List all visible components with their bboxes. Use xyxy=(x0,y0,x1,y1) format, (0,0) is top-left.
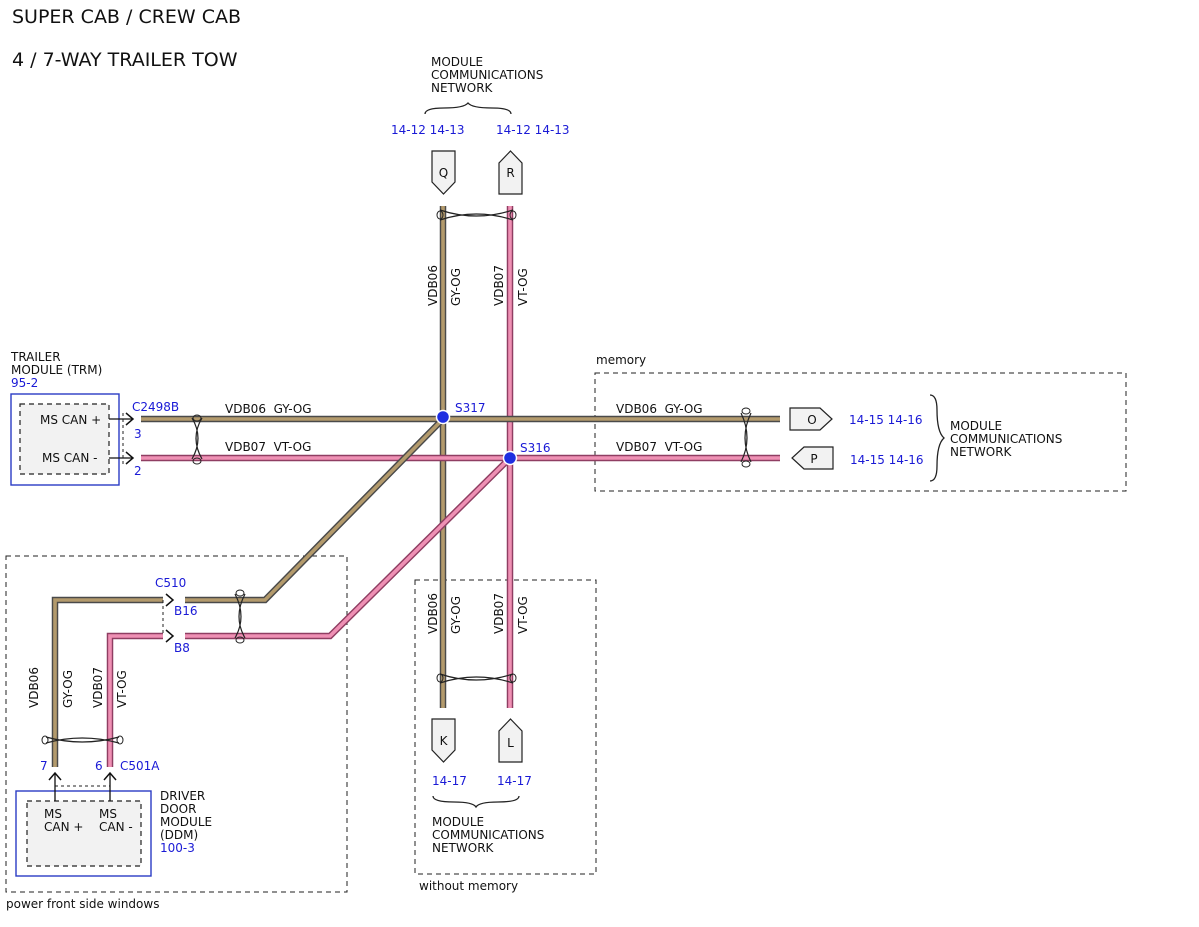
network-top-label-2: COMMUNICATIONS xyxy=(431,68,543,82)
connector-r-icon xyxy=(498,150,523,195)
wire-vt-circuit-top: VDB07 xyxy=(492,265,506,306)
connector-q-label: Q xyxy=(439,166,448,180)
network-bottom-brace xyxy=(432,795,520,809)
ddm-connector-id: C501A xyxy=(120,759,160,773)
wire-vt-label-right: VDB07 VT-OG xyxy=(616,440,702,454)
trm-pin-no-minus: 2 xyxy=(134,464,142,478)
splice-s316-label: S316 xyxy=(520,441,551,455)
diagram-title: SUPER CAB / CREW CAB xyxy=(12,6,241,28)
network-top-label-3: NETWORK xyxy=(431,81,494,95)
splice-s317-label: S317 xyxy=(455,401,486,415)
connector-r-label: R xyxy=(506,166,514,180)
ddm-pin-no-minus: 6 xyxy=(95,759,103,773)
network-right-label-3: NETWORK xyxy=(950,445,1013,459)
ddm-name-3: MODULE xyxy=(160,815,212,829)
c510-terminal-vt-icon xyxy=(165,629,175,643)
connector-k-label: K xyxy=(440,734,449,748)
trm-name-1: TRAILER xyxy=(10,350,61,364)
network-right-ref-p: 14-15 14-16 xyxy=(850,453,924,467)
twisted-pair-marker-c510 xyxy=(234,589,246,644)
network-top-label-1: MODULE xyxy=(431,55,483,69)
c510-pin-vt: B8 xyxy=(174,641,190,655)
twisted-pair-marker-ddm xyxy=(41,735,124,745)
trailer-module-inner xyxy=(19,403,110,475)
twisted-pair-marker-left xyxy=(191,414,203,465)
network-right-label-2: COMMUNICATIONS xyxy=(950,432,1062,446)
power-windows-option-region xyxy=(5,555,348,893)
wire-gy-color-top: GY-OG xyxy=(449,268,463,306)
network-bottom-ref-l: 14-17 xyxy=(497,774,532,788)
network-top-ref-r: 14-12 14-13 xyxy=(496,123,570,137)
trm-pin-plus: MS CAN + xyxy=(40,413,101,427)
c510-connector-id: C510 xyxy=(155,576,186,590)
connector-q-icon xyxy=(431,150,456,195)
splice-s316 xyxy=(502,450,518,466)
wire-vdb06-to-ddm xyxy=(51,596,163,767)
trm-terminal-plus-icon xyxy=(125,412,135,426)
ddm-pin-no-plus: 7 xyxy=(40,759,48,773)
twisted-pair-marker-bottom xyxy=(436,673,517,684)
trm-name-2: MODULE (TRM) xyxy=(11,363,102,377)
ddm-pin-plus-2: CAN + xyxy=(44,820,83,834)
wire-gy-color-bottom: GY-OG xyxy=(449,596,463,634)
wire-vdb07-to-ddm xyxy=(106,632,163,767)
without-memory-option-region xyxy=(414,579,597,875)
driver-door-module-inner xyxy=(26,800,142,867)
wire-vt-color-ddm: VT-OG xyxy=(115,670,129,708)
splice-s317 xyxy=(435,409,451,425)
connector-o-label: O xyxy=(807,413,816,427)
diagram-subtitle: 4 / 7-WAY TRAILER TOW xyxy=(12,49,238,71)
ddm-name-2: DOOR xyxy=(160,802,196,816)
power-windows-option-label: power front side windows xyxy=(6,897,159,911)
connector-p-icon xyxy=(791,446,834,470)
wire-vt-circuit-ddm: VDB07 xyxy=(91,667,105,708)
wire-vdb06-to-c510 xyxy=(185,416,446,604)
wire-gy-circuit-top: VDB06 xyxy=(426,265,440,306)
ddm-pin-minus-2: CAN - xyxy=(99,820,133,834)
wire-layer xyxy=(51,206,780,767)
trm-terminal-minus-icon xyxy=(125,451,135,465)
network-bottom-label-1: MODULE xyxy=(432,815,484,829)
c510-pin-gy: B16 xyxy=(174,604,198,618)
wire-vt-circuit-bottom: VDB07 xyxy=(492,593,506,634)
trm-pin-minus: MS CAN - xyxy=(42,451,98,465)
wire-gy-color-ddm: GY-OG xyxy=(61,670,75,708)
memory-option-region xyxy=(594,372,1127,492)
wire-gy-circuit-ddm: VDB06 xyxy=(27,667,41,708)
wire-vt-color-bottom: VT-OG xyxy=(516,596,530,634)
twisted-pair-marker-right xyxy=(740,407,752,468)
network-right-brace xyxy=(929,394,945,482)
memory-option-label: memory xyxy=(596,353,646,367)
connector-o-icon xyxy=(789,407,833,431)
trm-pin-no-plus: 3 xyxy=(134,427,142,441)
trm-ref: 95-2 xyxy=(11,376,38,390)
connector-k-icon xyxy=(431,718,456,763)
connector-l-label: L xyxy=(507,736,514,750)
ddm-ref: 100-3 xyxy=(160,841,195,855)
wire-gy-label-left: VDB06 GY-OG xyxy=(225,402,312,416)
network-bottom-label-3: NETWORK xyxy=(432,841,495,855)
wire-vt-color-top: VT-OG xyxy=(516,268,530,306)
ddm-pin-plus-1: MS xyxy=(44,807,62,821)
network-bottom-label-2: COMMUNICATIONS xyxy=(432,828,544,842)
without-memory-option-label: without memory xyxy=(419,879,518,893)
wire-gy-label-right: VDB06 GY-OG xyxy=(616,402,703,416)
connector-p-label: P xyxy=(810,452,817,466)
ddm-name-1: DRIVER xyxy=(160,789,205,803)
network-right-ref-o: 14-15 14-16 xyxy=(849,413,923,427)
network-top-brace xyxy=(424,101,512,115)
wire-gy-circuit-bottom: VDB06 xyxy=(426,593,440,634)
network-top-ref-q: 14-12 14-13 xyxy=(391,123,465,137)
wire-vdb07-to-c510 xyxy=(185,455,513,640)
network-right-label-1: MODULE xyxy=(950,419,1002,433)
connector-l-icon xyxy=(498,718,523,763)
ddm-name-4: (DDM) xyxy=(160,828,198,842)
c510-terminal-gy-icon xyxy=(165,593,175,607)
trm-connector-id: C2498B xyxy=(132,400,179,414)
wire-vt-label-left: VDB07 VT-OG xyxy=(225,440,311,454)
ddm-pin-minus-1: MS xyxy=(99,807,117,821)
twisted-pair-marker-top xyxy=(436,209,517,221)
network-bottom-ref-k: 14-17 xyxy=(432,774,467,788)
